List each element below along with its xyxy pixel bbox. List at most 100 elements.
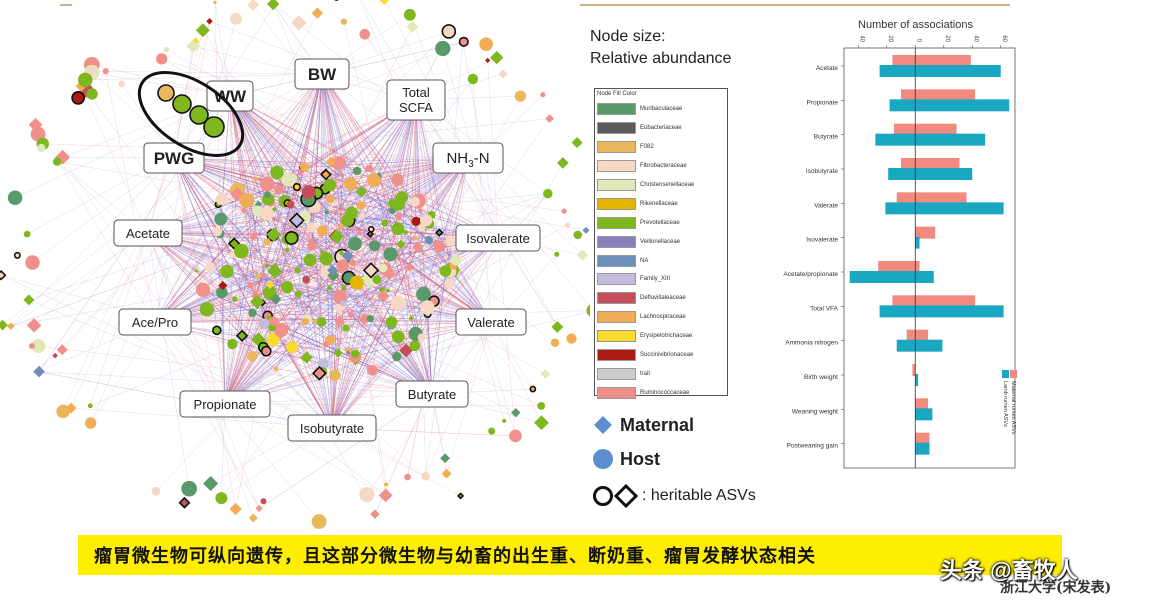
network-edge <box>147 232 190 489</box>
network-edge <box>224 277 349 405</box>
asv-node <box>265 280 275 290</box>
legend-label: Ruminococcaceae <box>640 389 690 396</box>
network-edge <box>331 256 349 429</box>
network-edge <box>446 321 492 474</box>
bar-lamb <box>849 271 934 283</box>
network-edge <box>364 34 499 239</box>
legend-row: Rikenellaceae <box>595 194 727 213</box>
heritable-legend: : heritable ASVs <box>592 484 756 508</box>
bar-maternal <box>892 55 971 67</box>
asv-node <box>557 157 569 169</box>
asv-node <box>260 345 272 357</box>
category-label: Ammonia nitrogen <box>785 340 838 347</box>
network-edge <box>308 73 323 191</box>
asv-node <box>564 221 572 229</box>
category-label: Isobutyrate <box>806 168 839 175</box>
network-edge <box>56 161 333 429</box>
asv-node <box>340 173 345 178</box>
network-edge <box>321 73 450 284</box>
asv-node <box>328 205 334 211</box>
asv-node <box>509 429 522 443</box>
network-edge <box>219 157 469 235</box>
asv-node <box>265 263 270 269</box>
asv-node <box>445 235 456 247</box>
network-edge <box>321 73 446 272</box>
network-edge <box>427 307 433 395</box>
network-edge <box>229 95 317 194</box>
asv-node <box>467 73 479 85</box>
asv-node <box>189 105 209 125</box>
network-edge <box>329 287 433 395</box>
asv-node <box>293 202 299 208</box>
network-edge <box>224 194 268 405</box>
legend-row: Muribaculaceae <box>595 100 727 119</box>
network-edge <box>428 239 492 323</box>
asv-node <box>254 272 262 281</box>
asv-node <box>543 188 553 199</box>
asv-node <box>382 267 396 280</box>
network-edge <box>431 42 463 395</box>
network-edge <box>229 95 288 288</box>
network-edge <box>497 237 516 436</box>
asv-node <box>339 250 344 256</box>
network-edge <box>10 157 469 327</box>
asv-node <box>250 294 265 309</box>
network-edge <box>295 73 323 205</box>
network-edge <box>147 200 419 234</box>
asv-node <box>325 156 337 168</box>
network-edge <box>224 210 258 405</box>
asv-node <box>267 263 283 279</box>
asv-node <box>247 281 254 289</box>
network-edge <box>265 73 323 354</box>
network-edge <box>269 157 469 285</box>
network-edge <box>221 292 226 405</box>
network-edge <box>275 299 333 429</box>
network-edge <box>209 266 433 395</box>
asv-node <box>540 92 546 98</box>
network-edge <box>173 157 253 357</box>
network-edge <box>147 232 316 322</box>
asv-node <box>561 208 567 214</box>
network-edge <box>224 216 305 405</box>
asv-node <box>212 226 223 237</box>
network-edge <box>331 319 365 429</box>
x-tick-label: 60 <box>1001 35 1007 42</box>
network-edge <box>147 30 204 234</box>
network-edge <box>70 232 149 409</box>
network-edge <box>374 237 499 515</box>
network-edge <box>86 90 333 429</box>
network-edge <box>275 99 417 369</box>
asv-node <box>457 492 465 500</box>
legend-swatch <box>597 122 636 135</box>
network-edge <box>343 287 433 395</box>
asv-node <box>410 196 420 207</box>
network-edge <box>232 73 323 241</box>
asv-node <box>215 492 228 505</box>
asv-node <box>356 230 362 236</box>
label-text: BW <box>308 65 337 84</box>
network-edge <box>10 157 469 327</box>
network-edge <box>173 157 587 231</box>
top-divider-left <box>60 4 72 6</box>
category-label: Postweaning gain <box>787 443 839 450</box>
network-edge <box>291 73 323 348</box>
network-edge <box>229 95 265 276</box>
asv-node <box>260 498 267 505</box>
asv-node <box>311 514 327 529</box>
asv-node <box>443 278 454 289</box>
asv-node <box>266 333 280 347</box>
asv-node <box>458 36 469 47</box>
node-size-legend: Node size: Relative abundance <box>590 26 731 70</box>
asv-node <box>349 275 364 290</box>
network-edge <box>173 0 279 159</box>
legend-label: Christensenellaceae <box>640 182 695 188</box>
network-edge <box>154 178 256 323</box>
network-edge <box>258 275 492 323</box>
network-edge <box>224 292 271 405</box>
asv-node <box>31 339 46 354</box>
asv-node <box>332 156 347 170</box>
network-edge <box>331 223 430 429</box>
asv-node <box>378 263 388 273</box>
network-edge <box>229 95 265 276</box>
